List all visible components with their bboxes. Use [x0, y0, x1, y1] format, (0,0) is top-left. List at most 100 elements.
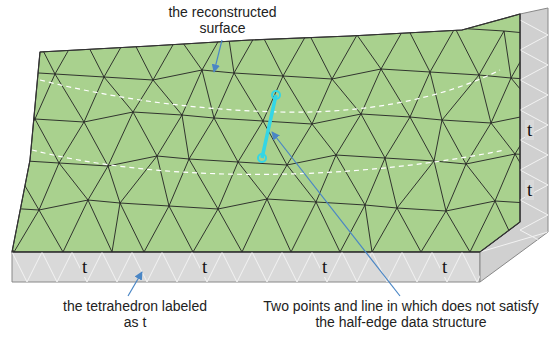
tetra-edge	[520, 140, 548, 155]
mesh-edge	[267, 199, 291, 252]
mesh-edge	[406, 25, 455, 28]
invalid-point	[272, 91, 280, 99]
mesh-edge	[316, 155, 336, 202]
mesh-edge	[214, 118, 263, 121]
tetra-label: t	[525, 180, 534, 200]
tetra-edge	[520, 200, 548, 215]
mesh-edge	[357, 35, 381, 69]
mesh-edge	[104, 77, 153, 80]
tetra-edge	[27, 252, 42, 282]
mesh-edge	[421, 211, 446, 252]
surface-outline	[12, 14, 520, 252]
mesh-edge	[0, 207, 39, 210]
tetra-edge	[520, 95, 548, 110]
mesh-edge	[340, 205, 365, 252]
tetra-edge	[520, 260, 548, 275]
tetra-edge	[387, 252, 402, 282]
mesh-edge	[63, 200, 88, 252]
mesh-edge	[120, 203, 144, 252]
leader-line	[272, 132, 400, 296]
mesh-edge	[144, 206, 169, 252]
mesh-edge	[182, 115, 189, 159]
mesh-edge	[6, 71, 35, 119]
mesh-edge	[169, 206, 193, 252]
tetra-edge	[520, 230, 548, 245]
mesh-edge	[312, 79, 332, 124]
mesh-edge	[218, 199, 267, 209]
mesh-edge	[0, 116, 35, 119]
callout-text: Two points and line in which does not sa…	[252, 298, 550, 330]
mesh-edge	[182, 70, 202, 115]
mesh-edge	[10, 160, 59, 163]
mesh-edge	[10, 119, 35, 160]
mesh-edge	[133, 112, 157, 156]
mesh-edge	[39, 210, 63, 252]
mesh-edge	[234, 73, 283, 76]
mesh-edge	[316, 202, 365, 205]
mesh-edge	[80, 30, 104, 77]
mesh-edge	[361, 114, 410, 117]
mesh-edge	[397, 161, 434, 208]
mesh-edge	[515, 154, 555, 157]
mesh-edge	[35, 119, 59, 163]
mesh-edge	[153, 70, 202, 80]
mesh-edge	[385, 158, 397, 208]
mesh-edge	[381, 69, 430, 72]
mesh-edge	[88, 200, 112, 252]
tetra-edge	[297, 252, 312, 282]
mesh-edge	[153, 36, 178, 80]
mesh-edge	[214, 118, 238, 162]
tetra-edge	[102, 252, 117, 282]
mesh-edge	[515, 154, 544, 204]
mesh-edge	[129, 33, 153, 80]
tetra-edge	[57, 252, 72, 282]
mesh-edge	[519, 252, 555, 253]
tetra-edge	[342, 252, 357, 282]
mesh-edge	[189, 118, 214, 159]
mesh-edge	[120, 203, 169, 206]
mesh-edge	[0, 24, 31, 27]
mesh-edge	[55, 30, 80, 74]
mesh-edge	[434, 120, 442, 161]
mesh-edge	[169, 206, 218, 209]
mesh-edge	[397, 208, 421, 252]
mesh-edge	[291, 202, 316, 252]
mesh-edge	[0, 116, 10, 160]
mesh-edge	[6, 27, 31, 71]
tetra-edge	[417, 252, 432, 282]
tetra-edge	[12, 252, 27, 282]
mesh-edge	[104, 77, 133, 112]
mesh-edge	[31, 27, 55, 74]
mesh-edge	[157, 156, 189, 159]
mesh-edge	[108, 112, 133, 166]
tetra-edge	[520, 65, 548, 80]
mesh-edge	[31, 27, 80, 30]
mesh-edge	[479, 75, 491, 123]
mesh-edge	[332, 69, 381, 79]
mesh-edge	[466, 123, 491, 164]
mesh-edge	[336, 114, 361, 155]
mesh-edge	[182, 115, 214, 118]
dashed-boundary	[32, 150, 505, 174]
mesh-edge	[6, 71, 55, 74]
mesh-edge	[88, 200, 120, 203]
mesh-edge	[14, 210, 39, 252]
tetra-edge	[402, 252, 417, 282]
mesh-edge	[218, 209, 242, 252]
mesh-edge	[169, 159, 189, 206]
mesh-edge	[511, 78, 555, 81]
mesh-edge	[312, 124, 336, 155]
tetra-edge	[42, 252, 57, 282]
mesh-edge	[491, 78, 511, 123]
mesh-edge	[59, 163, 88, 200]
mesh-edge	[283, 76, 312, 124]
slab-mesh	[12, 252, 492, 282]
mesh-edge	[381, 69, 410, 117]
leader-line	[128, 272, 142, 296]
mesh-edge	[336, 155, 365, 205]
mesh-edge	[504, 31, 511, 78]
tetra-edge	[267, 252, 282, 282]
tetra-edge	[520, 275, 548, 290]
mesh-edge	[84, 122, 108, 166]
